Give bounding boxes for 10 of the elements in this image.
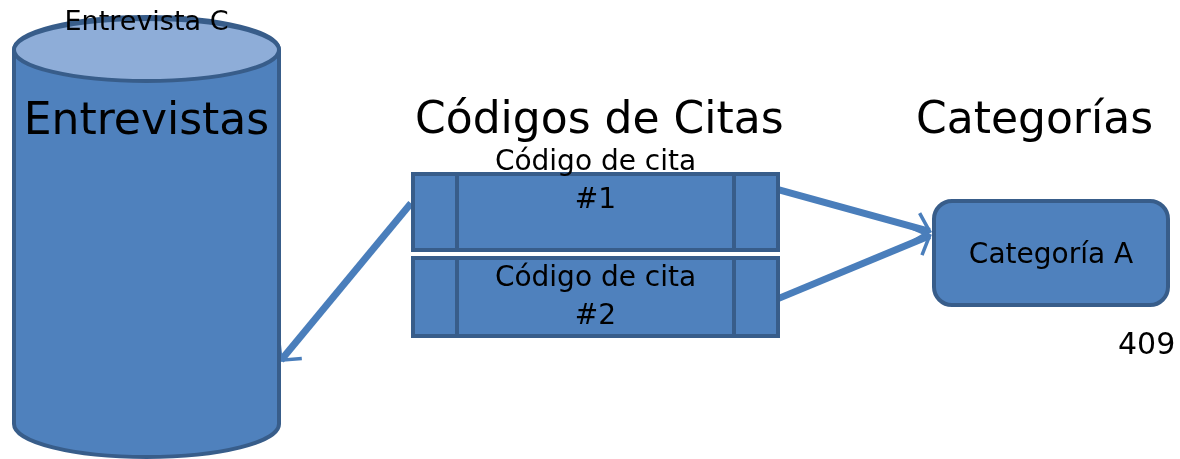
code-text: Código de cita #2: [493, 259, 698, 333]
cylinder-title: Entrevistas: [22, 93, 271, 144]
category-box: [932, 199, 1170, 307]
category-text: Categoría A: [968, 236, 1134, 270]
cylinder-label: Entrevista C: [63, 5, 230, 36]
predefined-process-box: [411, 256, 780, 338]
code-text: Código de cita #1: [493, 143, 698, 217]
column-heading: Códigos de Citas: [415, 92, 784, 143]
page-number: 409: [1118, 326, 1176, 361]
column-heading: Categorías: [916, 92, 1154, 143]
